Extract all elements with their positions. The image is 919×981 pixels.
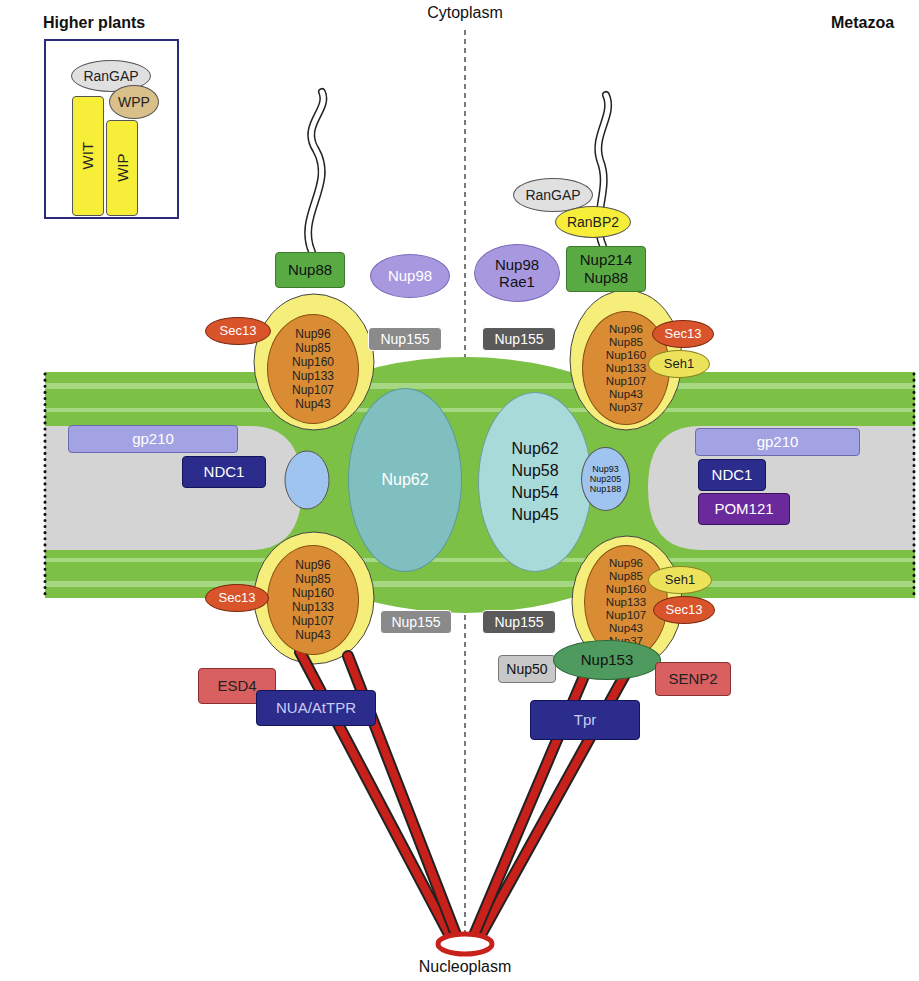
node-label: Nup155 <box>494 331 543 347</box>
node-label: Nup153 <box>581 651 634 668</box>
membrane-leaflet <box>45 383 915 389</box>
y-complex-ellipse: Nup96 Nup85 Nup160 Nup133 Nup107 Nup43 <box>267 545 359 655</box>
nup-box: Nup88 <box>275 252 345 288</box>
node-label: Nup155 <box>494 614 543 630</box>
ndc1-box: NDC1 <box>698 459 766 491</box>
basket-ring <box>438 934 492 954</box>
scaffold-halo <box>254 532 374 664</box>
node-label: Seh1 <box>664 357 694 372</box>
node-label: Nup214 Nup88 <box>580 251 633 287</box>
basket-box: NUA/AtTPR <box>256 690 376 726</box>
cut-edge <box>913 374 916 596</box>
inner-ring-ellipse <box>285 451 329 509</box>
nup155-box: Nup155 <box>368 327 442 351</box>
node-label: WIT <box>79 142 96 170</box>
node-label: Nup96 Nup85 Nup160 Nup133 Nup107 Nup43 <box>292 327 334 411</box>
sec13-ellipse: Sec13 <box>653 596 715 624</box>
nup155-box: Nup155 <box>380 610 452 634</box>
membrane-leaflet <box>45 581 915 587</box>
node-label: Nup96 Nup85 Nup160 Nup133 Nup107 Nup43 N… <box>606 323 646 414</box>
central-channel-ellipse: Nup62 <box>348 388 462 572</box>
membrane-leaflet <box>45 558 915 562</box>
inner-ring-ellipse: Nup93 Nup205 Nup188 <box>581 447 630 511</box>
nup50-box: Nup50 <box>498 655 556 683</box>
filament-outline <box>308 92 323 252</box>
node-label: NDC1 <box>204 463 245 480</box>
nup-box: Nup214 Nup88 <box>566 246 646 292</box>
nup153-ellipse: Nup153 <box>553 640 661 680</box>
sec13-ellipse: Sec13 <box>205 584 269 612</box>
wpp-ellipse: WPP <box>109 85 159 119</box>
nup-ellipse: Nup98 <box>370 254 450 298</box>
ndc1-box: NDC1 <box>182 456 266 488</box>
node-label: Nup88 <box>288 261 332 278</box>
node-label: Tpr <box>574 711 597 728</box>
node-label: Nup155 <box>380 331 429 347</box>
node-label: Nup155 <box>391 614 440 630</box>
node-label: ESD4 <box>217 677 256 694</box>
pom121-box: POM121 <box>698 493 790 525</box>
node-label: POM121 <box>714 500 773 517</box>
node-label: Nup96 Nup85 Nup160 Nup133 Nup107 Nup43 <box>292 558 334 642</box>
perinuclear-lumen <box>648 426 915 550</box>
plant-frame <box>45 40 178 218</box>
species-heading: Metazoa <box>828 14 897 32</box>
scaffold-halo <box>254 294 374 430</box>
nup155-box: Nup155 <box>482 610 556 634</box>
basket-box: Tpr <box>530 700 640 740</box>
wip-bar: WIP <box>106 120 138 216</box>
seh1-ellipse: Seh1 <box>648 350 710 378</box>
node-label: WIP <box>113 154 130 182</box>
node-label: Nup50 <box>506 661 547 677</box>
node-label: SENP2 <box>668 670 717 687</box>
node-label: Sec13 <box>666 603 703 618</box>
node-label: Nup98 <box>388 267 432 284</box>
node-label: WPP <box>118 94 150 110</box>
compartment-label: Cytoplasm <box>424 4 506 22</box>
gp210-box: gp210 <box>695 428 860 456</box>
membrane-leaflet <box>45 408 915 412</box>
node-label: RanBP2 <box>567 214 619 230</box>
senp2-box: SENP2 <box>655 662 731 696</box>
perinuclear-lumen <box>45 426 302 550</box>
cut-edge <box>44 374 47 596</box>
sec13-ellipse: Sec13 <box>205 317 271 345</box>
node-label: NDC1 <box>712 466 753 483</box>
node-label: RanGAP <box>83 68 138 84</box>
species-heading: Higher plants <box>40 14 148 32</box>
sec13-ellipse: Sec13 <box>652 320 714 348</box>
node-label: gp210 <box>757 433 799 450</box>
node-label: Sec13 <box>665 327 702 342</box>
nup155-box: Nup155 <box>482 327 556 351</box>
node-label: Seh1 <box>665 573 695 588</box>
wit-bar: WIT <box>72 96 104 216</box>
node-label: Nup96 Nup85 Nup160 Nup133 Nup107 Nup43 N… <box>606 557 646 648</box>
y-complex-ellipse: Nup96 Nup85 Nup160 Nup133 Nup107 Nup43 <box>267 314 359 424</box>
nup-ellipse: Nup98 Rae1 <box>474 244 560 302</box>
node-label: Sec13 <box>219 591 256 606</box>
node-label: Nup62 Nup58 Nup54 Nup45 <box>511 438 558 526</box>
gp210-box: gp210 <box>68 425 238 453</box>
central-channel-ellipse: Nup62 Nup58 Nup54 Nup45 <box>478 392 592 572</box>
ranbp2-ellipse: RanBP2 <box>555 206 631 238</box>
node-label: NUA/AtTPR <box>276 699 356 716</box>
node-label: Nup93 Nup205 Nup188 <box>590 464 622 494</box>
node-label: Nup62 <box>381 471 428 489</box>
seh1-ellipse: Seh1 <box>648 566 712 594</box>
node-label: Nup98 Rae1 <box>495 256 539 290</box>
node-label: gp210 <box>132 430 174 447</box>
node-label: Sec13 <box>220 324 257 339</box>
compartment-label: Nucleoplasm <box>416 958 514 976</box>
cytoplasmic-filament <box>308 92 323 252</box>
node-label: RanGAP <box>525 187 580 203</box>
